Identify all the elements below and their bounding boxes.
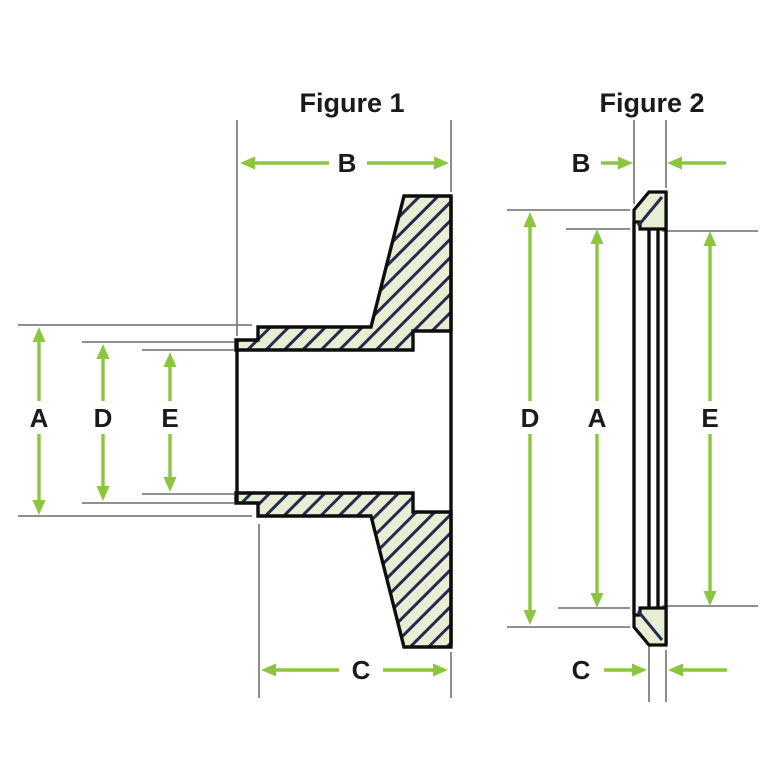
fig1-dim-label-b: B [338,148,357,178]
fig2-dim-label-d: D [521,403,540,433]
arrowhead-up [703,231,717,246]
fig2-dim-label-b: B [572,148,591,178]
figure1-socket-flange-view: Figure 1 B [18,88,453,698]
fig2-dim-label-e: E [701,403,718,433]
arrowhead-up [523,212,537,227]
arrowhead-left [240,156,255,170]
fig1-dimension-a: A [30,327,49,515]
fig2-dimension-c: C [572,655,727,685]
arrowhead-right [433,663,448,677]
arrowhead-down [96,486,110,501]
arrowhead-up [163,352,177,367]
figure2-weld-flange-view: Figure 2 [507,88,758,702]
fig1-dim-label-d: D [94,403,113,433]
arrowhead-up [32,327,46,342]
arrowhead-up [590,229,604,244]
fig2-dim-label-c: C [572,655,591,685]
arrowhead-up [96,344,110,359]
fig1-dim-label-c: C [352,655,371,685]
arrowhead-left [261,663,276,677]
arrowhead-left [667,156,682,170]
fig2-dimension-a: A [588,229,607,608]
arrowhead-down [590,593,604,608]
section-lower-half [234,491,453,649]
arrowhead-down [703,591,717,606]
fig2-dimension-b: B [572,148,726,178]
arrowhead-right [618,156,633,170]
fig2-dimension-e: E [701,231,719,606]
fig1-cross-section [234,194,453,649]
fig1-dimension-c: C [261,655,448,685]
fig1-dimension-e: E [161,352,179,492]
fig1-dimension-b: B [240,148,449,178]
figure2-title: Figure 2 [599,88,704,118]
arrowhead-right [632,663,647,677]
arrowhead-down [163,477,177,492]
hatch-stroke [636,610,664,641]
fig2-flange-profile [632,190,668,647]
hatch-stroke [636,196,664,227]
arrowhead-left [668,663,683,677]
arrowhead-down [32,500,46,515]
fig1-dimension-d: D [94,344,113,501]
section-upper-half [234,194,453,352]
fig1-dim-label-e: E [161,403,178,433]
fig2-dim-label-a: A [588,403,607,433]
arrowhead-down [523,610,537,625]
arrowhead-right [434,156,449,170]
fig1-dim-label-a: A [30,403,49,433]
fig2-dimension-d: D [521,212,540,625]
fig1-extension-lines [18,120,452,698]
figure1-title: Figure 1 [299,88,404,118]
